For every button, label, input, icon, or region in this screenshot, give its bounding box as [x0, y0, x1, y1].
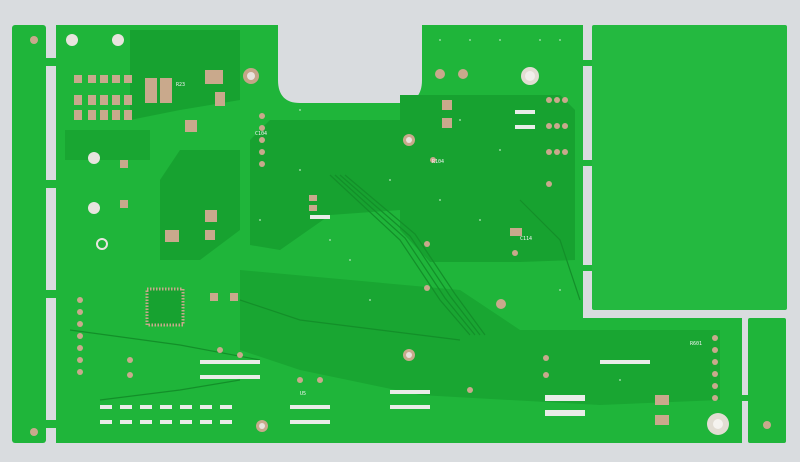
qfp-chip [145, 287, 185, 327]
silk-label: U5 [300, 391, 306, 397]
silk-label: R23 [176, 82, 185, 88]
silk-label: R601 [690, 341, 702, 347]
silk-label: C104 [255, 131, 267, 137]
silk-label: R104 [432, 159, 444, 165]
right-panel [592, 25, 787, 310]
silk-label: C114 [520, 236, 532, 242]
mounting-holes [66, 34, 729, 435]
left-rail [12, 25, 46, 443]
